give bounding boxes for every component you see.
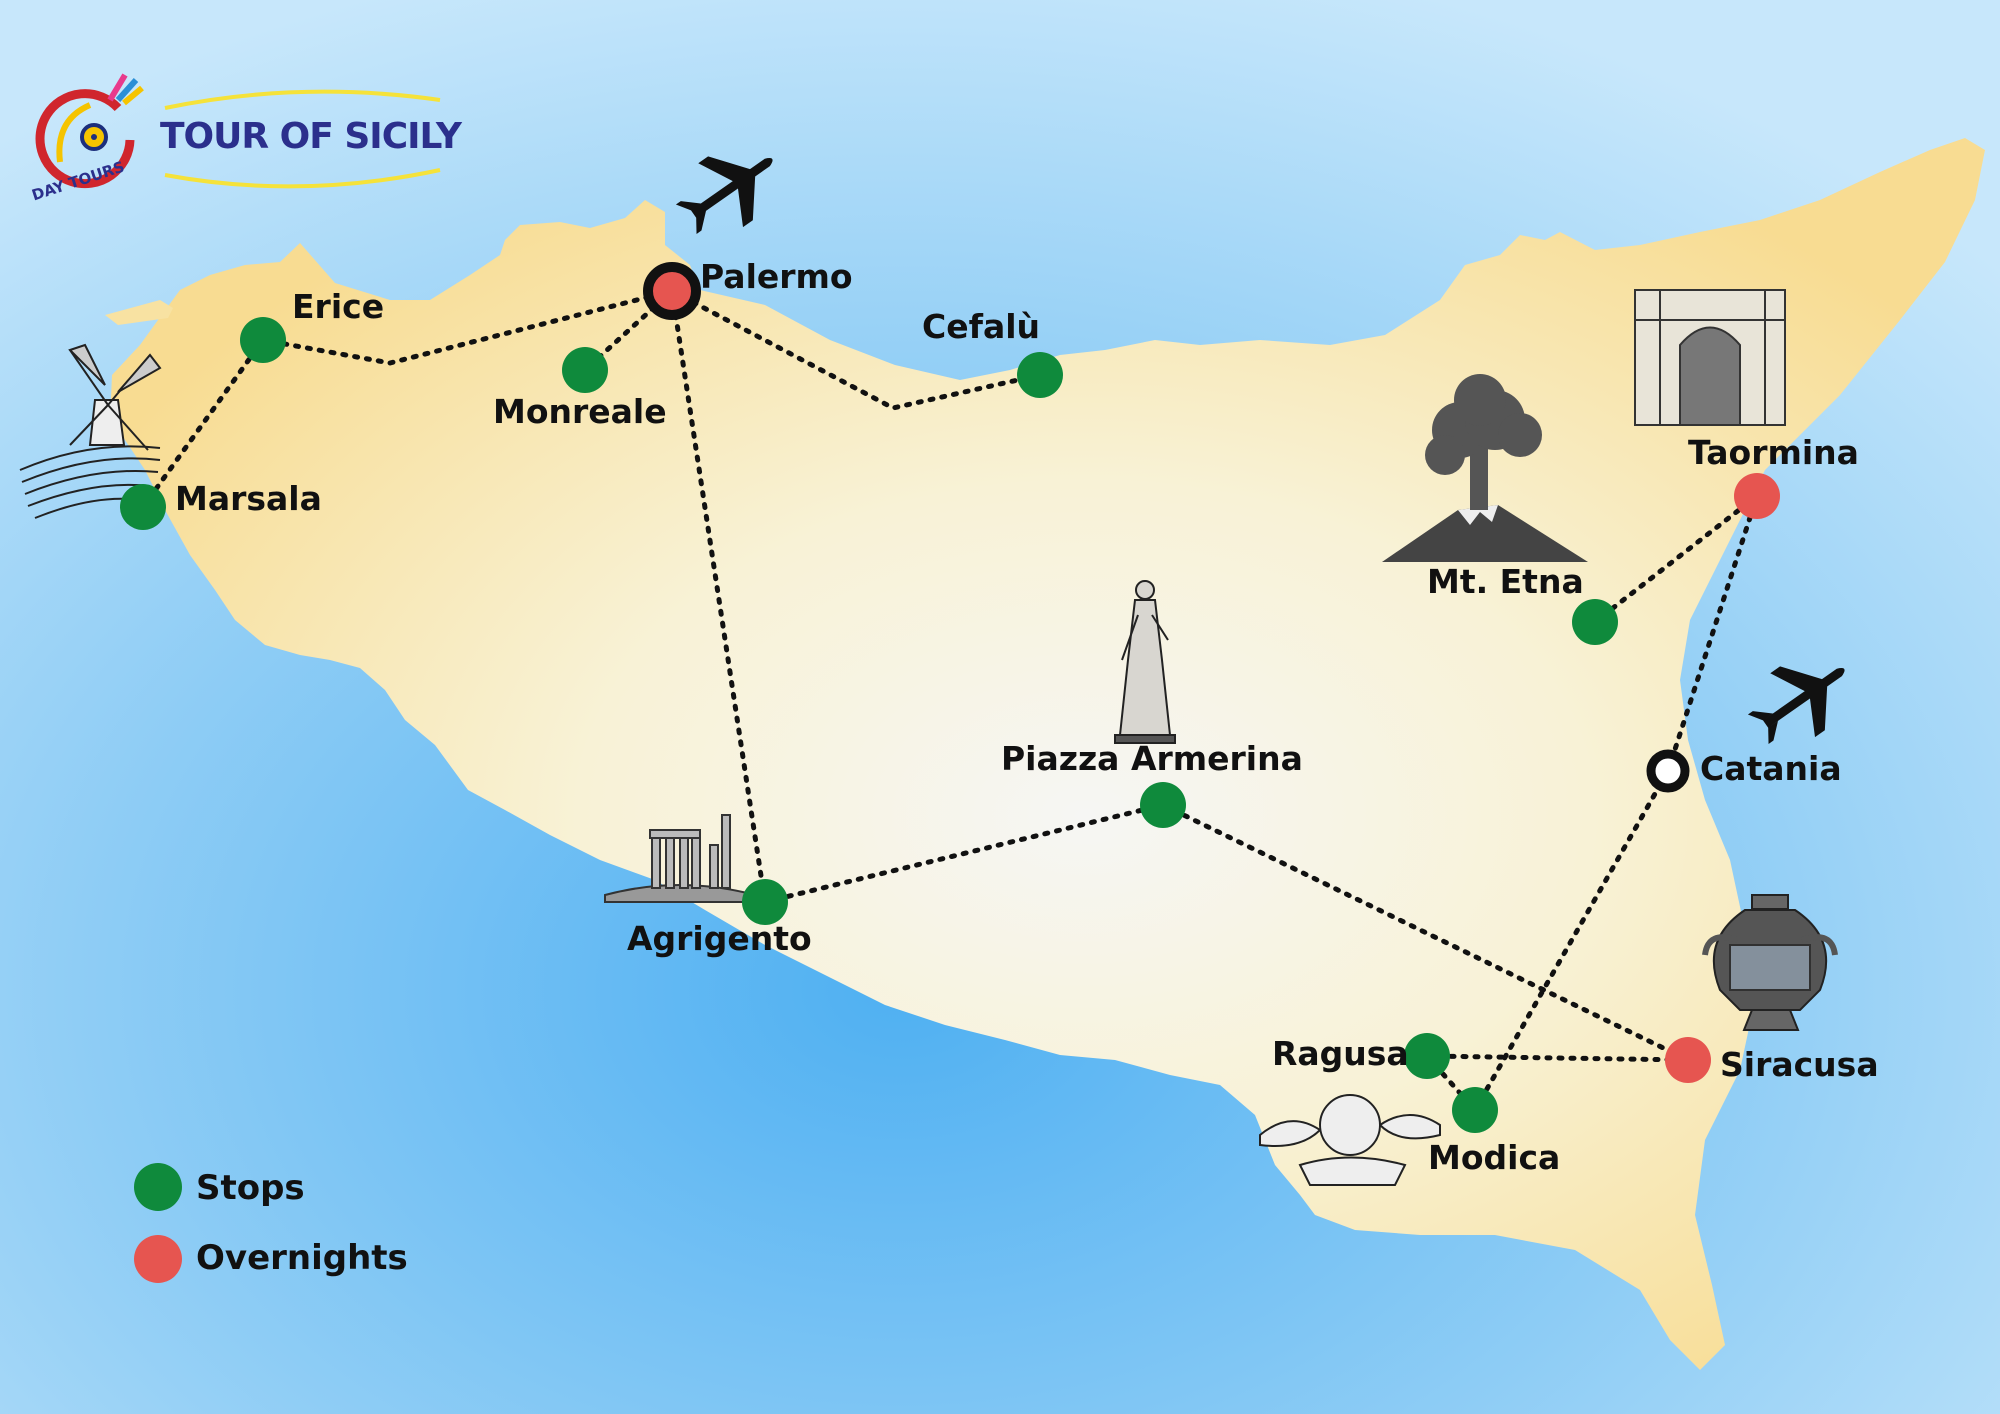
marker-ragusa[interactable] (1404, 1033, 1450, 1079)
route-palermo-cefalu (669, 288, 1043, 411)
label-palermo: Palermo (700, 257, 853, 296)
temple-ruins-icon (604, 814, 756, 903)
aegadian-island (105, 300, 173, 325)
label-modica: Modica (1428, 1138, 1561, 1177)
label-marsala: Marsala (175, 479, 322, 518)
marker-etna[interactable] (1572, 599, 1618, 645)
legend-stop-marker (134, 1163, 182, 1211)
tour-logo-icon (35, 73, 441, 189)
marker-piazza[interactable] (1140, 782, 1186, 828)
marker-taormina[interactable] (1734, 473, 1780, 519)
label-mt-etna: Mt. Etna (1427, 562, 1584, 601)
palermo-airport-marker[interactable] (643, 262, 701, 320)
brand-title: TOUR OF SICILY (160, 116, 462, 157)
route-lines (140, 288, 1760, 1113)
marker-monreale[interactable] (562, 347, 608, 393)
route-catania-taormina (1665, 493, 1760, 774)
legend-stops-label: Stops (196, 1168, 305, 1208)
marker-agrigento[interactable] (742, 879, 788, 925)
legend-overnight-marker (134, 1235, 182, 1283)
stop-markers (120, 317, 1618, 1133)
label-taormina: Taormina (1688, 433, 1859, 472)
label-catania: Catania (1700, 749, 1842, 788)
route-erice-marsala (140, 337, 266, 510)
marker-cefalu[interactable] (1017, 352, 1063, 398)
label-cefalu: Cefalù (922, 307, 1041, 346)
route-palermo-agrigento (669, 288, 768, 905)
statue-icon (1114, 580, 1176, 744)
label-siracusa: Siracusa (1720, 1045, 1879, 1084)
cherub-icon (1259, 1094, 1441, 1186)
route-agrigento-piazza (762, 802, 1166, 905)
route-ragusa-siracusa (1424, 1053, 1691, 1063)
label-erice: Erice (292, 287, 385, 326)
windmill-icon (19, 343, 162, 519)
marker-erice[interactable] (240, 317, 286, 363)
overnight-markers (1665, 473, 1780, 1083)
greek-vase-icon (1702, 894, 1838, 1031)
legend-overnights-label: Overnights (196, 1238, 408, 1278)
catania-airport-marker[interactable] (1646, 749, 1690, 793)
route-palermo-erice (260, 288, 675, 366)
airplane-icon (675, 156, 773, 234)
marker-siracusa[interactable] (1665, 1037, 1711, 1083)
route-taormina-etna (1592, 493, 1760, 625)
route-modica-catania (1472, 768, 1671, 1113)
label-piazza-armerina: Piazza Armerina (1001, 739, 1303, 778)
route-piazza-siracusa (1160, 802, 1691, 1063)
archway-icon (1634, 289, 1786, 426)
airplane-icon (1747, 666, 1845, 744)
volcano-icon (1382, 374, 1588, 562)
label-ragusa: Ragusa (1272, 1034, 1409, 1073)
marker-modica[interactable] (1452, 1087, 1498, 1133)
label-agrigento: Agrigento (627, 919, 812, 958)
label-monreale: Monreale (493, 392, 667, 431)
marker-marsala[interactable] (120, 484, 166, 530)
